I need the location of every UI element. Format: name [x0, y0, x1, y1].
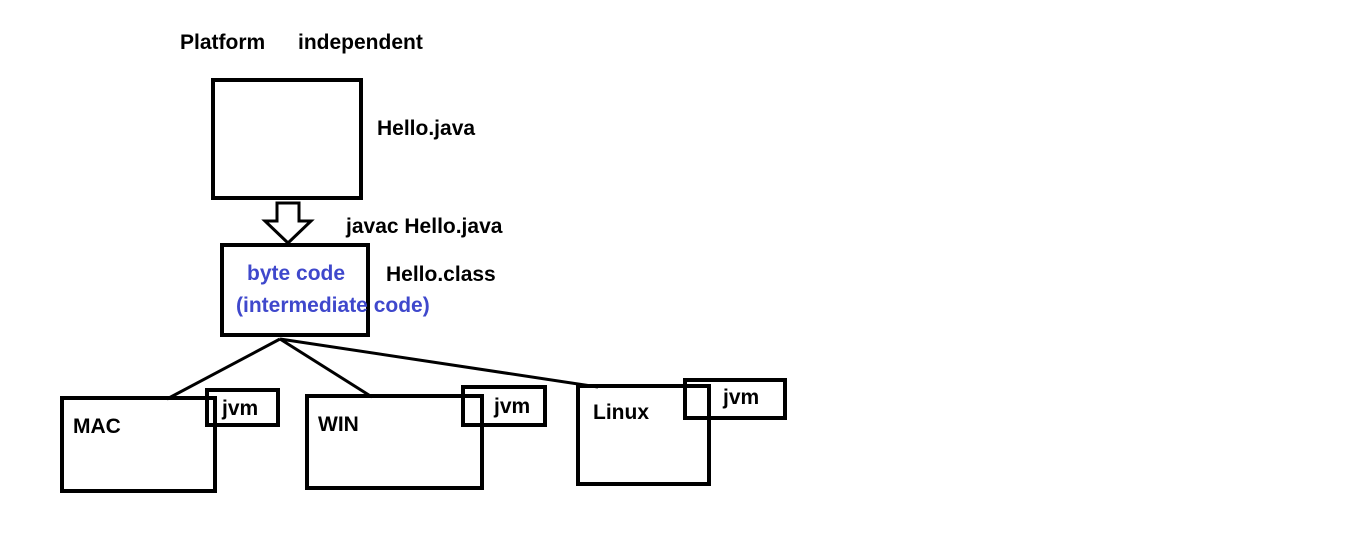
platform-box-mac: [60, 396, 217, 493]
bytecode-label: byte code: [247, 262, 346, 285]
jvm-box-linux: [683, 378, 787, 420]
jvm-label-linux: jvm: [723, 386, 760, 409]
jvm-box-win: [461, 385, 547, 427]
compile-arrow: [261, 201, 315, 246]
jvm-label-win: jvm: [494, 395, 531, 418]
title-platform: Platform: [180, 31, 266, 54]
platform-name-mac: MAC: [73, 415, 121, 438]
connector-win: [279, 337, 373, 399]
title-independent: independent: [298, 31, 423, 54]
jvm-label-mac: jvm: [222, 397, 259, 420]
connector-mac: [166, 337, 281, 401]
bytecode-box: [220, 243, 370, 337]
connector-linux: [279, 337, 599, 389]
platform-name-linux: Linux: [593, 401, 649, 424]
platform-name-win: WIN: [318, 413, 359, 436]
compile-command: javac Hello.java: [346, 215, 503, 238]
jvm-box-mac: [205, 388, 280, 427]
source-file-box: [211, 78, 363, 200]
bytecode-sublabel: (intermediate code): [236, 294, 430, 317]
class-file-label: Hello.class: [386, 263, 496, 286]
platform-box-linux: [576, 384, 711, 486]
platform-box-win: [305, 394, 484, 490]
source-file-label: Hello.java: [377, 117, 476, 140]
